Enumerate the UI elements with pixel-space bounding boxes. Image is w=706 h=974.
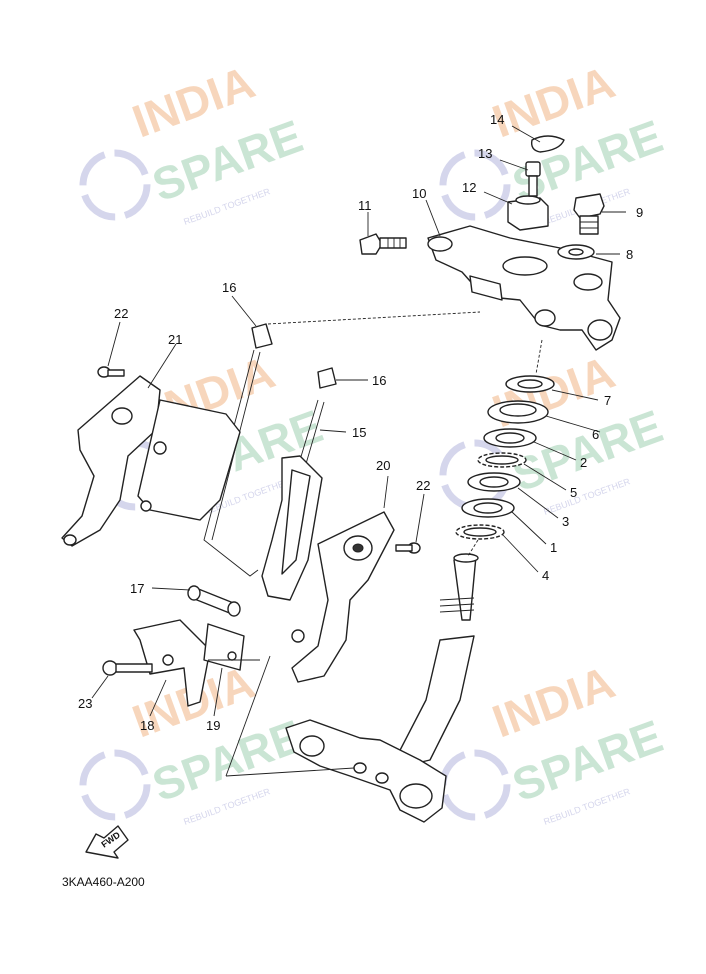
bolt-part-22-left [97, 366, 125, 378]
callout-13: 13 [478, 146, 492, 161]
plate-part-19 [203, 623, 245, 671]
callout-9: 9 [636, 205, 643, 220]
watermark-wrench-icon [439, 149, 511, 221]
bracket-part-20 [291, 511, 395, 683]
callout-10: 10 [412, 186, 426, 201]
bolt-part-9 [573, 193, 605, 235]
callout-16-lower: 16 [372, 373, 386, 388]
callout-3: 3 [562, 514, 569, 529]
ball-bearing-part-4 [455, 524, 505, 540]
callout-19: 19 [206, 718, 220, 733]
race-part-2 [483, 428, 537, 448]
bracket-part-21 [61, 375, 161, 547]
upper-bracket-part-10 [427, 225, 621, 351]
watermark-bottom-right: INDIA SPARE REBUILD TOGETHER [439, 656, 669, 827]
callout-18: 18 [140, 718, 154, 733]
frame-part-21-side [137, 399, 241, 521]
watermark-wrench-icon [79, 149, 151, 221]
callout-22-left: 22 [114, 306, 128, 321]
callout-15: 15 [352, 425, 366, 440]
cover-part-6 [487, 400, 549, 424]
callout-23: 23 [78, 696, 92, 711]
callout-22-right: 22 [416, 478, 430, 493]
callout-12: 12 [462, 180, 476, 195]
callout-21: 21 [168, 332, 182, 347]
callout-2: 2 [580, 455, 587, 470]
watermark-top-left: INDIA SPARE REBUILD TOGETHER [79, 56, 309, 227]
callout-11: 11 [358, 198, 372, 213]
callout-4: 4 [542, 568, 549, 583]
diagram-code: 3KAA460-A200 [62, 875, 145, 889]
callout-14: 14 [490, 112, 504, 127]
leader-lines [91, 125, 626, 777]
callout-7: 7 [604, 393, 611, 408]
callout-8: 8 [626, 247, 633, 262]
watermark-wrench-icon [79, 749, 151, 821]
race-part-1 [461, 498, 515, 518]
cap-part-16-right [317, 367, 337, 389]
cap-part-14 [530, 135, 565, 153]
bracket-stay-center [261, 455, 323, 601]
ring-nut-part-7 [505, 375, 555, 393]
ball-bearing-part-5 [477, 452, 527, 468]
callout-labels: 14 13 12 10 11 9 8 7 6 2 5 3 1 4 16 15 1… [78, 112, 643, 733]
steering-stem-lower-bracket [285, 553, 479, 823]
fwd-direction-arrow: FWD [85, 825, 129, 859]
watermark-mid-right: INDIA SPARE REBUILD TOGETHER [439, 346, 669, 517]
callout-6: 6 [592, 427, 599, 442]
callout-1: 1 [550, 540, 557, 555]
callout-17: 17 [130, 581, 144, 596]
bolt-part-11 [359, 233, 407, 255]
bracket-part-18 [133, 619, 211, 707]
callout-20: 20 [376, 458, 390, 473]
bolt-part-22-right [395, 542, 421, 554]
bolt-part-23 [102, 660, 153, 676]
watermark-wrench-icon [439, 749, 511, 821]
washer-part-8-hole [568, 248, 584, 256]
race-part-3 [467, 472, 521, 492]
cap-part-16-left [251, 323, 273, 349]
callout-16-upper: 16 [222, 280, 236, 295]
pin-part-17 [187, 585, 241, 617]
callout-5: 5 [570, 485, 577, 500]
collar-part-12 [507, 195, 549, 231]
